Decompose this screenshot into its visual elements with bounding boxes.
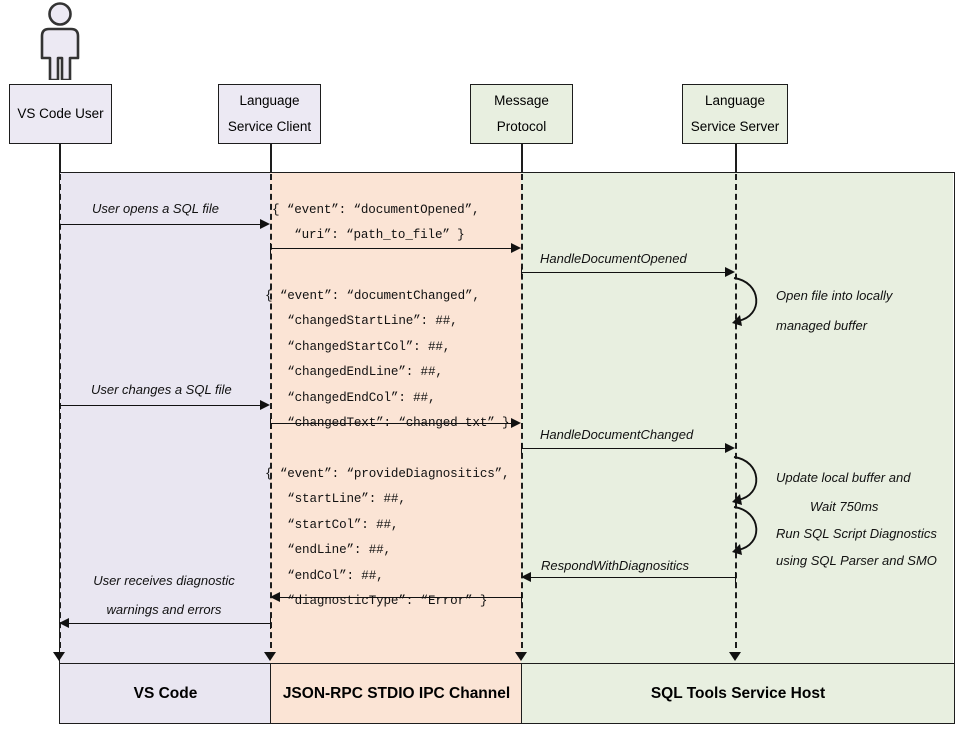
message-arrowhead-diagnostics-to-client	[270, 592, 280, 602]
participant-label-line1: Language	[704, 93, 766, 109]
footer-box-vs-code[interactable]: VS Code	[59, 663, 272, 724]
note-update-buffer-line1: Update local buffer and	[776, 470, 911, 485]
message-label-respond-with-diagnositics: RespondWithDiagnositics	[541, 558, 690, 573]
band-vs-code	[59, 172, 270, 664]
self-loop-update-buffer	[728, 455, 774, 507]
note-run-diagnostics-line2: using SQL Parser and SMO	[776, 553, 937, 568]
participant-label-line1: Language	[239, 93, 300, 109]
lifeline-end-arrow-vs-code-user	[53, 652, 65, 661]
lifeline-stub-language-service-client	[270, 144, 272, 172]
message-arrowhead-user-changes	[260, 400, 270, 410]
message-label-user-opens: User opens a SQL file	[92, 201, 219, 216]
footer-box-ipc-channel[interactable]: JSON-RPC STDIO IPC Channel	[270, 663, 523, 724]
note-open-file-line2: managed buffer	[776, 318, 868, 333]
participant-box-message-protocol[interactable]: Message Protocol	[470, 84, 573, 144]
message-line-handle-document-opened	[521, 272, 726, 273]
participant-label-line2: Service Server	[690, 119, 780, 134]
message-arrowhead-user-opens	[260, 219, 270, 229]
message-arrowhead-handle-document-opened	[725, 267, 735, 277]
lifeline-language-service-client	[270, 174, 272, 658]
code-block-document-changed: { “event”: “documentChanged”, “changedSt…	[265, 289, 510, 431]
message-arrowhead-respond-with-diagnositics	[521, 572, 531, 582]
lifeline-end-arrow-language-service-server	[729, 652, 741, 661]
lifeline-end-arrow-language-service-client	[264, 652, 276, 661]
message-line-document-opened	[270, 248, 512, 249]
lifeline-message-protocol	[521, 174, 523, 658]
code-block-document-opened: { “event”: “documentOpened”, “uri”: “pat…	[272, 203, 480, 243]
participant-label-line2: Service Client	[227, 119, 312, 134]
lifeline-stub-message-protocol	[521, 144, 523, 172]
message-arrowhead-document-changed	[511, 418, 521, 428]
message-label-handle-document-changed: HandleDocumentChanged	[540, 427, 694, 442]
footer-box-service-host[interactable]: SQL Tools Service Host	[521, 663, 955, 724]
message-label-user-receives-line1: User receives diagnostic	[93, 573, 235, 588]
message-line-handle-document-changed	[521, 448, 726, 449]
message-label-user-receives-line2: warnings and errors	[106, 602, 222, 617]
message-arrowhead-user-receives	[59, 618, 69, 628]
footer-label-vs-code: VS Code	[133, 684, 198, 702]
lifeline-stub-vs-code-user	[59, 144, 61, 172]
note-run-diagnostics-line1: Run SQL Script Diagnostics	[776, 526, 937, 541]
code-block-provide-diagnositics: { “event”: “provideDiagnositics”, “start…	[265, 467, 510, 609]
lifeline-stub-language-service-server	[735, 144, 737, 172]
participant-box-vs-code-user[interactable]: VS Code User	[9, 84, 112, 144]
participant-box-language-service-client[interactable]: Language Service Client	[218, 84, 321, 144]
message-line-respond-with-diagnositics	[531, 577, 736, 578]
note-update-buffer-line2: Wait 750ms	[810, 499, 879, 514]
message-arrowhead-document-opened	[511, 243, 521, 253]
vs-code-user-actor-icon	[28, 2, 92, 82]
message-label-handle-document-opened: HandleDocumentOpened	[540, 251, 687, 266]
self-loop-run-diagnostics	[728, 505, 774, 557]
lifeline-end-arrow-message-protocol	[515, 652, 527, 661]
footer-label-service-host: SQL Tools Service Host	[650, 684, 826, 702]
lifeline-language-service-server	[735, 174, 737, 658]
message-label-user-changes: User changes a SQL file	[91, 382, 232, 397]
message-line-user-receives	[69, 623, 271, 624]
participant-label-line1: VS Code User	[17, 106, 104, 122]
note-open-file-line1: Open file into locally	[776, 288, 893, 303]
message-line-user-changes	[59, 405, 261, 406]
lifeline-vs-code-user	[59, 174, 61, 658]
message-line-diagnostics-to-client	[280, 597, 522, 598]
message-line-user-opens	[59, 224, 261, 225]
band-service-host	[521, 172, 953, 664]
participant-label-line2: Protocol	[496, 119, 547, 134]
band-ipc-channel	[270, 172, 521, 664]
self-loop-open-file	[728, 276, 774, 328]
participant-label-line1: Message	[494, 93, 549, 109]
participant-box-language-service-server[interactable]: Language Service Server	[682, 84, 788, 144]
footer-label-ipc-channel: JSON-RPC STDIO IPC Channel	[282, 684, 511, 702]
message-line-document-changed	[270, 423, 512, 424]
message-arrowhead-handle-document-changed	[725, 443, 735, 453]
